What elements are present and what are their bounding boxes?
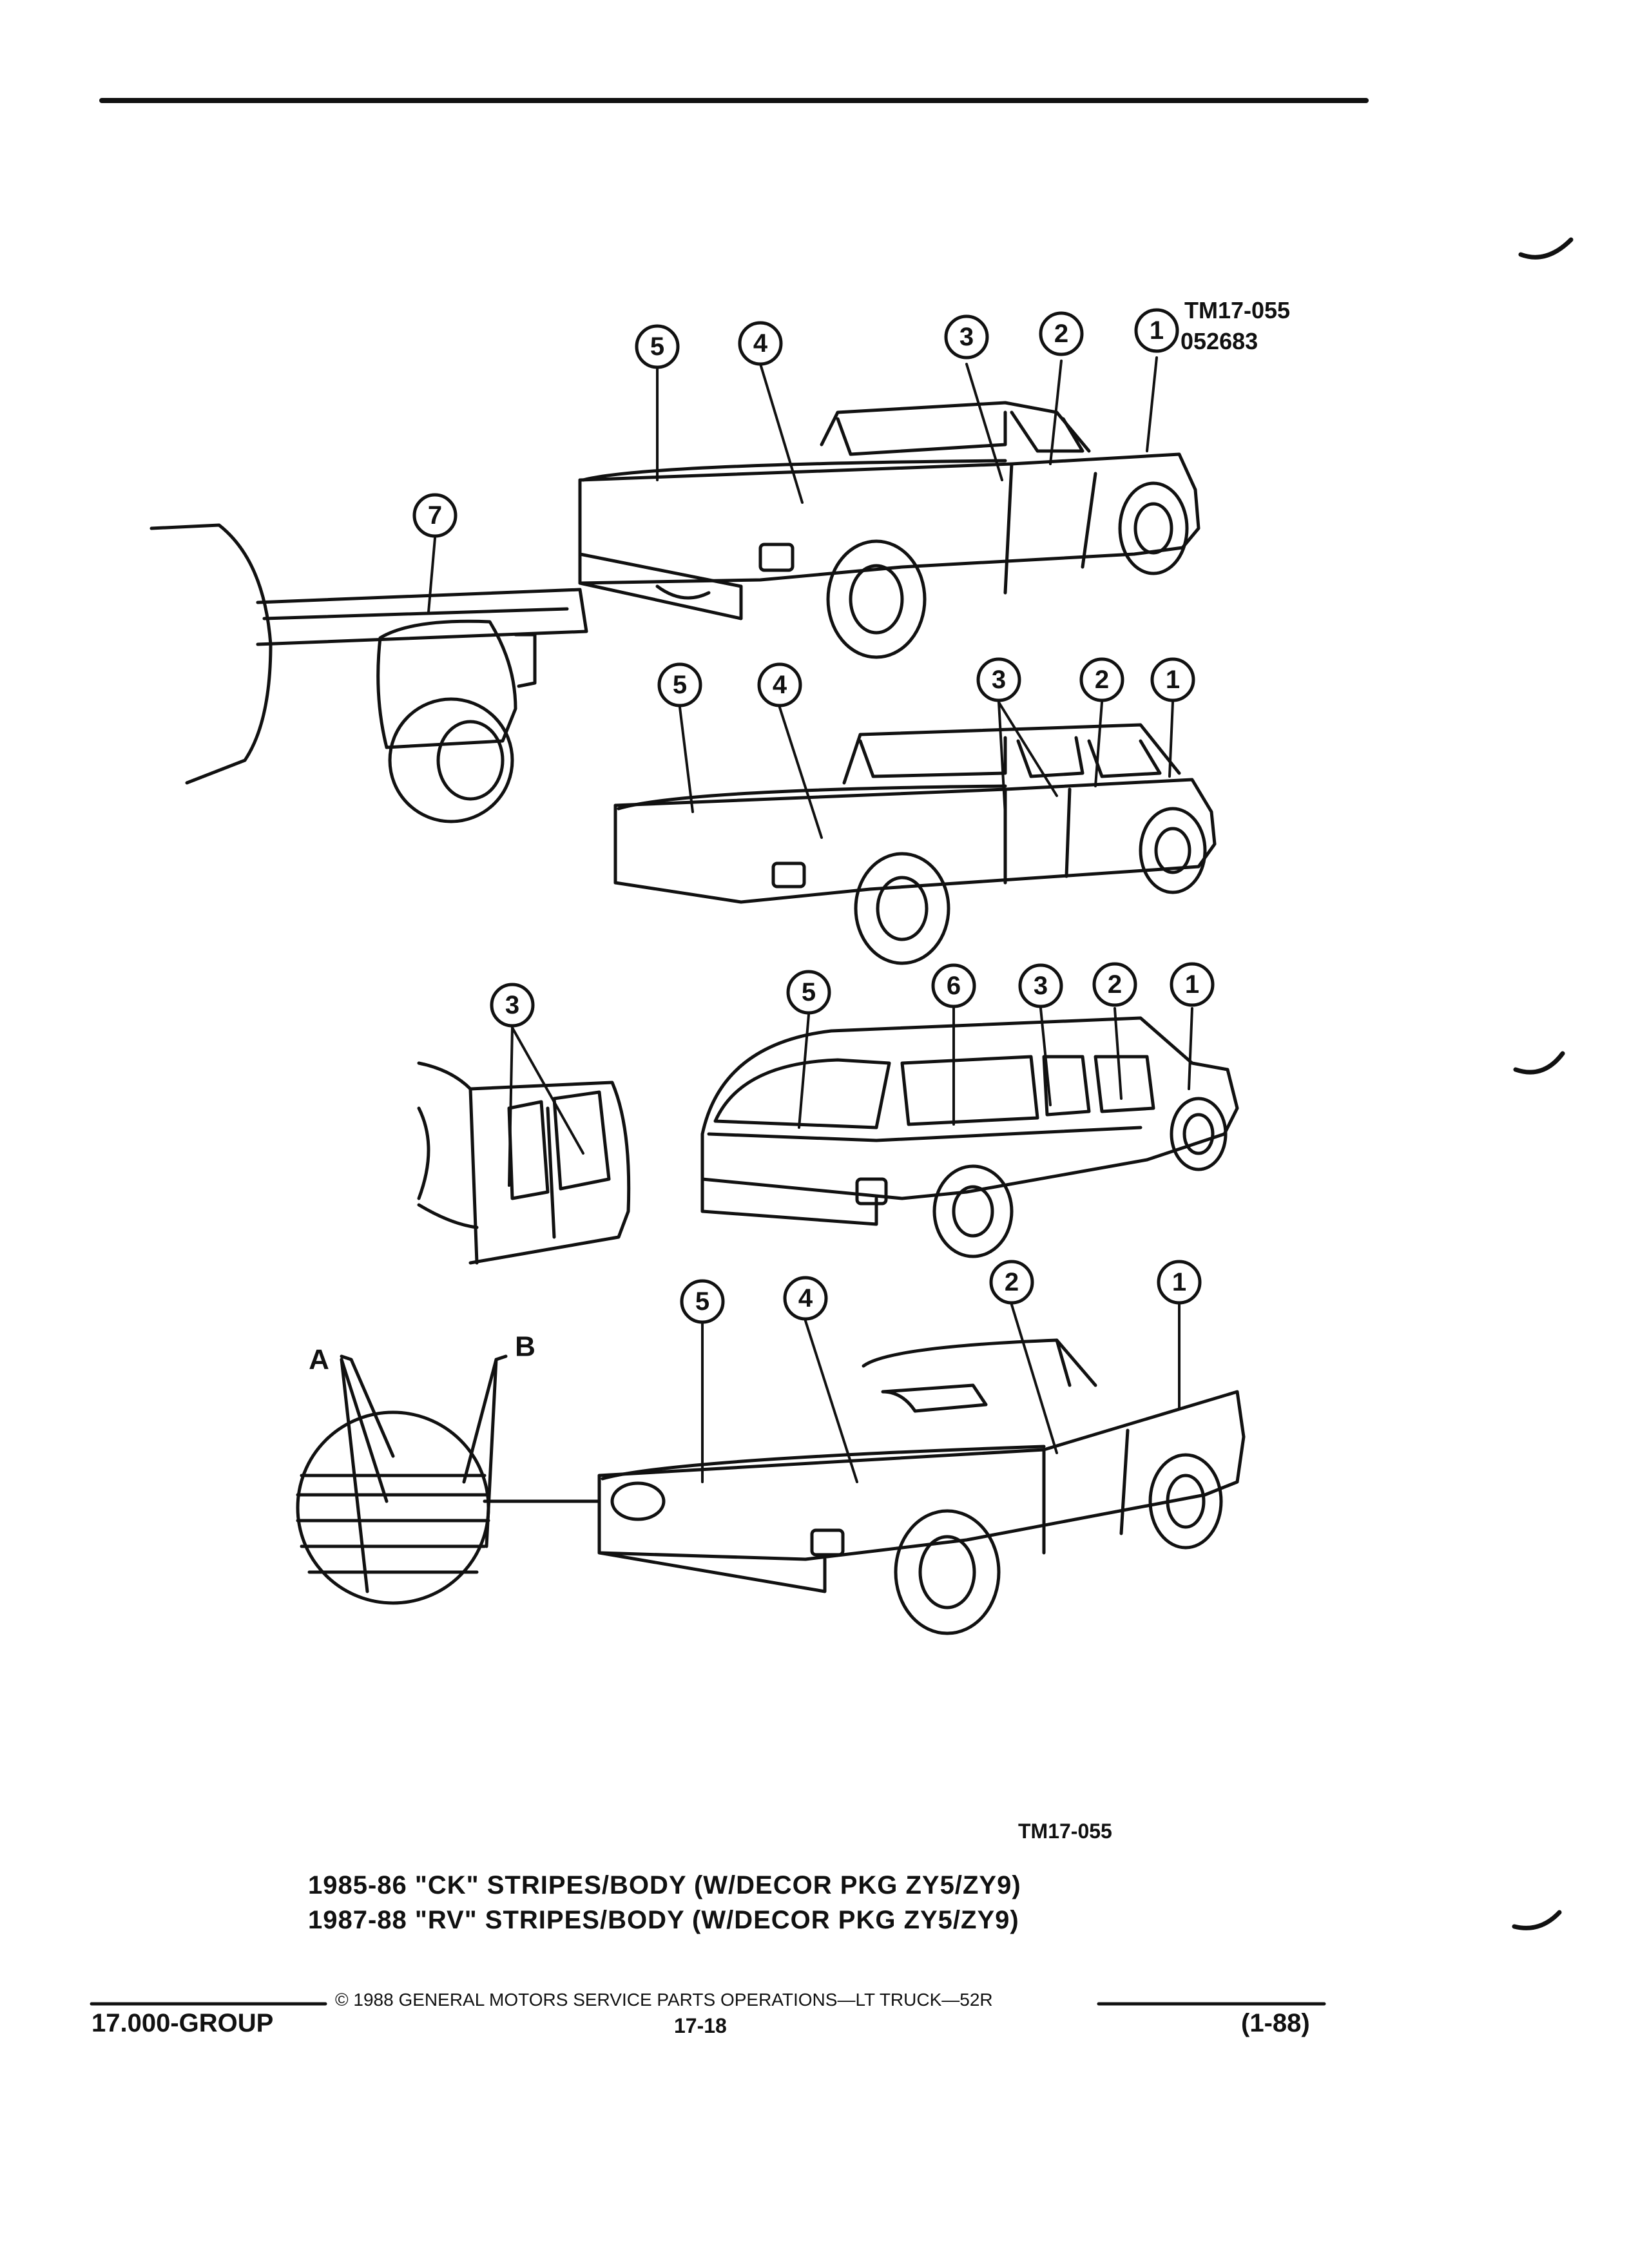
binding-mark [1513,1051,1565,1075]
group-label: 17.000-GROUP [92,2009,274,2037]
pickup-crew-cab-drawing [613,723,1217,965]
suburban-drawing [700,1016,1239,1258]
pickup-regular-cab-drawing [578,401,1200,659]
callout-circles [412,308,1215,1324]
callout-circle-1 [1150,657,1195,702]
callout-circle-4 [757,662,802,707]
callout-number-2: 2 [1005,1268,1019,1296]
callout-circle-1 [1170,962,1215,1007]
magnified-stripe-detail [296,1354,601,1605]
callout-circle-5 [635,324,680,369]
callout-number-4: 4 [798,1284,813,1312]
callout-circle-4 [738,321,783,366]
callout-number-4: 4 [773,671,787,699]
pickup-convertible-drawing [597,1338,1246,1635]
caption-line-2: 1987-88 "RV" STRIPES/BODY (W/DECOR PKG Z… [308,1906,1019,1934]
callout-number-5: 5 [673,671,687,699]
callout-number-5: 5 [695,1287,709,1316]
callout-number-5: 5 [650,332,664,361]
detail-label-b: B [515,1331,535,1363]
callout-circle-4 [783,1276,828,1321]
callout-number-1: 1 [1150,316,1164,345]
callout-circle-5 [786,970,831,1015]
callout-circle-3 [944,314,989,360]
callout-circle-6 [931,963,976,1008]
tm-reference-code: 052683 [1181,328,1258,354]
detail-label-a: A [309,1344,329,1376]
callout-number-1: 1 [1185,970,1199,999]
date-code: (1-88) [1241,2009,1310,2037]
callout-number-2: 2 [1095,666,1109,694]
callout-number-2: 2 [1108,970,1122,999]
callout-leaders [427,356,1193,1483]
dual-wheel-fender-detail [149,523,588,823]
callout-labels: 5 4 3 2 1 7 5 4 3 2 1 3 5 6 3 2 1 5 4 2 … [309,316,1199,1376]
callout-number-2: 2 [1054,320,1068,348]
callout-circle-7 [412,493,458,538]
door-stripe-detail [417,1061,631,1265]
binding-mark [1518,237,1574,260]
callout-circle-5 [680,1279,725,1324]
callout-number-1: 1 [1172,1268,1186,1296]
callout-number-3: 3 [505,991,519,1019]
callout-circle-2 [989,1260,1034,1305]
page-number: 17-18 [674,2014,727,2037]
callout-circle-3 [1018,963,1063,1008]
figure-reference: TM17-055 [1018,1820,1112,1843]
callout-number-3: 3 [1034,972,1048,1000]
callout-circle-3 [490,983,535,1028]
caption-line-1: 1985-86 "CK" STRIPES/BODY (W/DECOR PKG Z… [308,1871,1021,1899]
callout-number-3: 3 [959,323,974,351]
callout-circle-3 [976,657,1021,702]
copyright-notice: © 1988 GENERAL MOTORS SERVICE PARTS OPER… [335,1990,993,2010]
callout-circle-2 [1092,962,1137,1007]
callout-number-5: 5 [802,978,816,1006]
binding-mark [1512,1910,1562,1930]
callout-number-1: 1 [1166,666,1180,694]
callout-number-6: 6 [947,972,961,1000]
callout-circle-5 [657,662,702,707]
callout-circle-2 [1079,657,1124,702]
callout-number-7: 7 [428,501,442,530]
callout-number-3: 3 [992,666,1006,694]
callout-circle-1 [1157,1260,1202,1305]
callout-circle-2 [1039,311,1084,356]
callout-circle-1 [1134,308,1179,353]
tm-reference-top: TM17-055 [1184,297,1291,323]
callout-number-4: 4 [753,329,768,358]
